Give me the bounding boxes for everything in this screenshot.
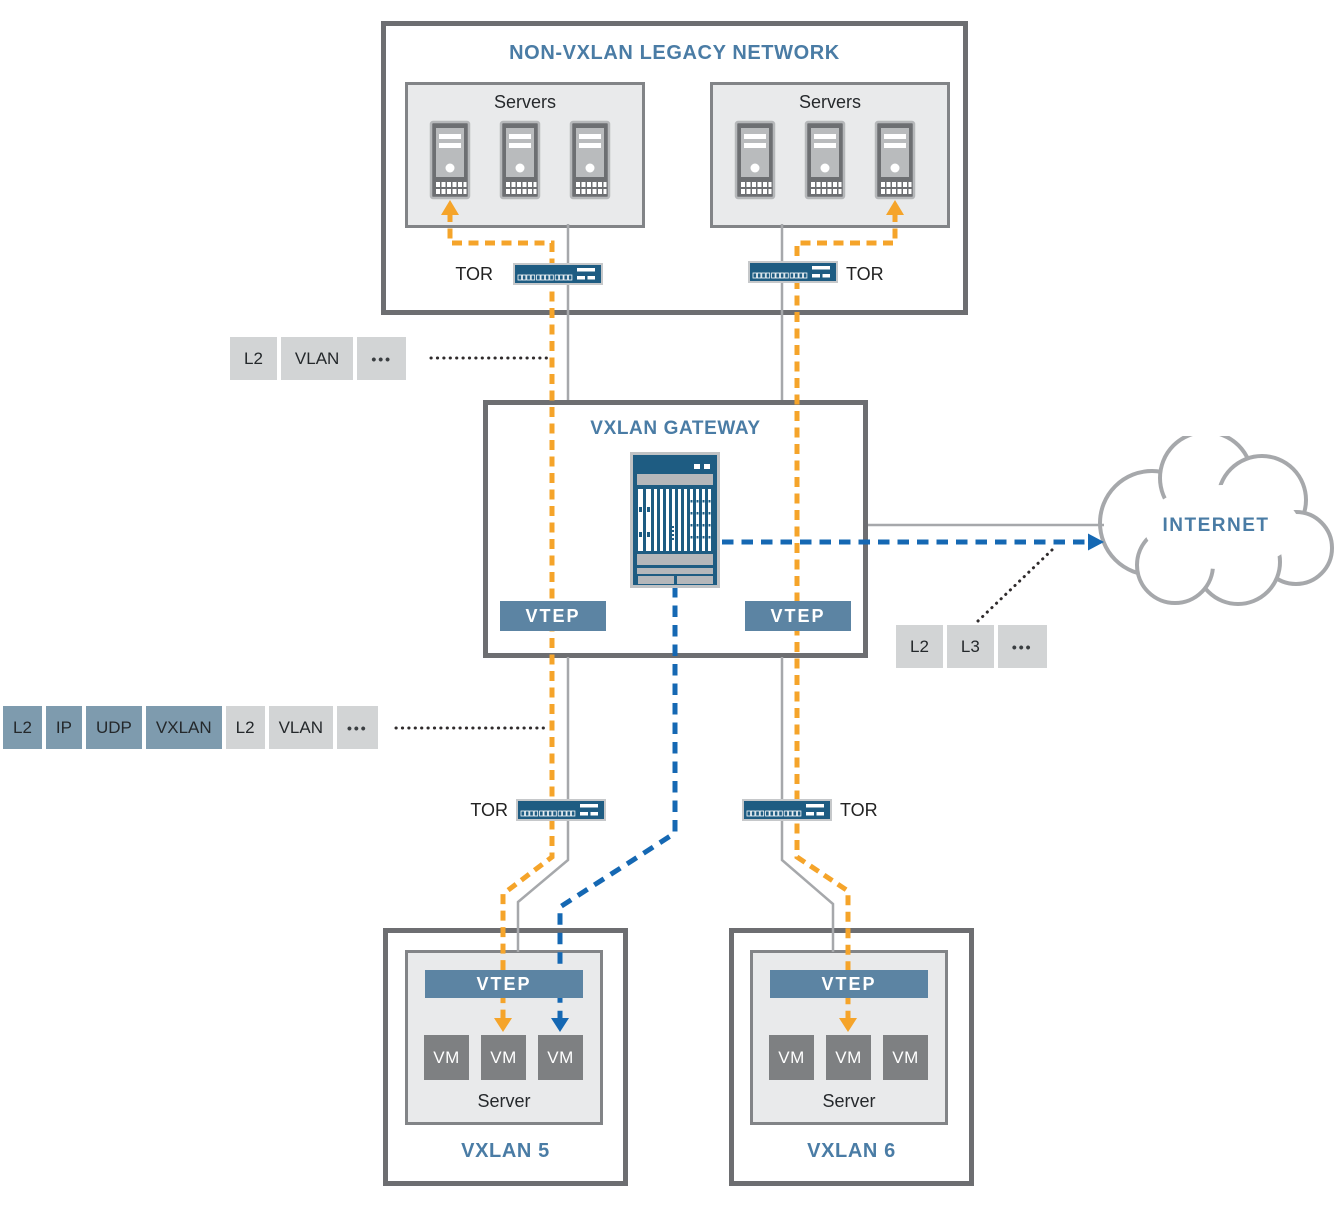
gateway-title: VXLAN GATEWAY xyxy=(590,418,761,439)
packet-field: L2 xyxy=(230,337,277,380)
vm-box: VM xyxy=(424,1035,469,1080)
server-icon xyxy=(804,120,846,200)
callout-internet-header xyxy=(976,547,1055,623)
packet-field: VXLAN xyxy=(145,706,222,749)
vxlan-gateway-box: VXLAN GATEWAY xyxy=(483,400,868,658)
legacy-network-box: NON-VXLAN LEGACY NETWORK Servers xyxy=(381,21,968,315)
vm-box: VM xyxy=(769,1035,814,1080)
vtep-bar-vxlan6: VTEP xyxy=(770,970,928,998)
packet-field: L3 xyxy=(946,625,994,668)
packet-field: L2 xyxy=(896,625,943,668)
packet-header-internet: L2 L3 ••• xyxy=(896,625,1047,668)
tor-switch-icon xyxy=(516,799,606,821)
server-icon xyxy=(734,120,776,200)
packet-field: L2 xyxy=(225,706,265,749)
servers-label: Servers xyxy=(798,92,861,112)
vtep-bar-vxlan5: VTEP xyxy=(425,970,583,998)
servers-group-left: Servers xyxy=(405,82,645,228)
packet-field: L2 xyxy=(3,706,42,749)
vxlan6-server-panel: VTEP VM VM VM Server xyxy=(750,950,948,1125)
server-icon xyxy=(569,120,611,200)
router-icon xyxy=(630,452,720,588)
tor-label: TOR xyxy=(470,799,508,820)
legacy-network-title: NON-VXLAN LEGACY NETWORK xyxy=(509,42,840,64)
vxlan6-box: VTEP VM VM VM Server VXLAN 6 xyxy=(729,928,974,1186)
tor-label: TOR xyxy=(455,263,493,284)
packet-field: VLAN xyxy=(268,706,333,749)
servers-group-right: Servers xyxy=(710,82,950,228)
server-icon xyxy=(429,120,471,200)
internet-label: INTERNET xyxy=(1162,515,1270,536)
packet-field: UDP xyxy=(85,706,142,749)
vm-box: VM xyxy=(538,1035,583,1080)
packet-field-ellipsis: ••• xyxy=(357,337,407,380)
vxlan5-server-panel: VTEP VM VM VM Server xyxy=(405,950,603,1125)
vm-box: VM xyxy=(481,1035,526,1080)
packet-header-legacy: L2 VLAN ••• xyxy=(230,337,407,380)
vm-box: VM xyxy=(883,1035,928,1080)
vxlan5-name: VXLAN 5 xyxy=(461,1140,550,1162)
vtep-bar-gateway-right: VTEP xyxy=(745,601,851,631)
vm-box: VM xyxy=(826,1035,871,1080)
server-icon xyxy=(874,120,916,200)
packet-field-ellipsis: ••• xyxy=(336,706,378,749)
packet-field: IP xyxy=(45,706,82,749)
server-label: Server xyxy=(477,1091,531,1111)
tor-switch-icon xyxy=(748,261,838,283)
tor-label: TOR xyxy=(846,263,884,284)
server-label: Server xyxy=(822,1091,876,1111)
packet-header-vxlan: L2 IP UDP VXLAN L2 VLAN ••• xyxy=(3,706,378,749)
vxlan6-name: VXLAN 6 xyxy=(807,1140,896,1162)
packet-field: VLAN xyxy=(280,337,354,380)
cloud-icon xyxy=(1098,436,1334,606)
server-icon xyxy=(499,120,541,200)
servers-label: Servers xyxy=(493,92,556,112)
vxlan5-box: VTEP VM VM VM Server VXLAN 5 xyxy=(383,928,628,1186)
tor-switch-icon xyxy=(513,263,603,285)
vtep-bar-gateway-left: VTEP xyxy=(500,601,606,631)
tor-label: TOR xyxy=(840,799,878,820)
packet-field-ellipsis: ••• xyxy=(997,625,1047,668)
tor-switch-icon xyxy=(742,799,832,821)
